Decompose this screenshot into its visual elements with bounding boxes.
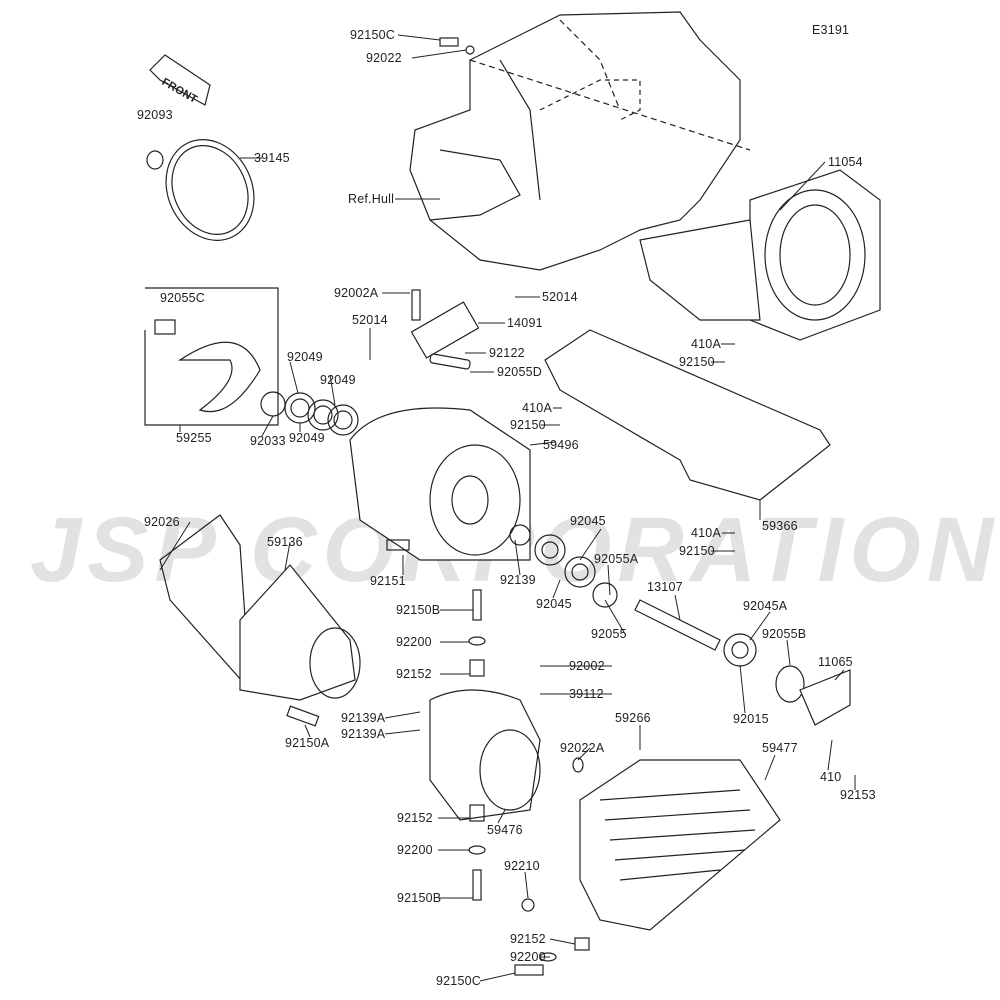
part-label[interactable]: 92055C <box>160 291 205 305</box>
part-label[interactable]: 39112 <box>569 687 604 701</box>
diagram-code: E3191 <box>812 23 850 37</box>
part-label[interactable]: 92151 <box>370 574 406 588</box>
part-label[interactable]: 59477 <box>762 741 798 755</box>
impeller-box <box>144 287 279 426</box>
part-label[interactable]: 92200 <box>396 635 432 649</box>
hull-outline <box>409 11 751 271</box>
part-label[interactable]: 410 <box>820 770 842 784</box>
part-label[interactable]: 92152 <box>397 811 433 825</box>
part-label[interactable]: 92200 <box>397 843 433 857</box>
part-label[interactable]: 92045 <box>570 514 606 528</box>
part-label[interactable]: 410A <box>691 337 721 351</box>
part-label[interactable]: 92055A <box>594 552 639 566</box>
part-label[interactable]: 92002 <box>569 659 605 673</box>
part-label[interactable]: 92015 <box>733 712 769 726</box>
part-label[interactable]: 92049 <box>320 373 356 387</box>
part-label[interactable]: 92152 <box>396 667 432 681</box>
part-label[interactable]: 14091 <box>507 316 543 330</box>
intake-grate-59477 <box>579 759 781 931</box>
part-label[interactable]: 92045A <box>743 599 788 613</box>
part-label[interactable]: 59255 <box>176 431 212 445</box>
part-label[interactable]: 92049 <box>289 431 325 445</box>
part-label[interactable]: 92200 <box>510 950 546 964</box>
part-label[interactable]: 59136 <box>267 535 303 549</box>
part-label[interactable]: 92026 <box>144 515 180 529</box>
part-label[interactable]: Ref.Hull <box>348 192 395 206</box>
part-label[interactable]: 92153 <box>840 788 876 802</box>
part-label[interactable]: 59476 <box>487 823 523 837</box>
part-label[interactable]: 92150C <box>436 974 481 988</box>
part-label[interactable]: 92055B <box>762 627 807 641</box>
ring-39145 <box>165 139 255 241</box>
part-label[interactable]: 92022A <box>560 741 605 755</box>
part-label[interactable]: 92150A <box>285 736 330 750</box>
part-label[interactable]: 52014 <box>542 290 578 304</box>
part-label[interactable]: 92122 <box>489 346 525 360</box>
part-label[interactable]: 410A <box>522 401 552 415</box>
part-label[interactable]: 92055D <box>497 365 542 379</box>
pump-mount-11054 <box>639 169 881 341</box>
part-label[interactable]: 59266 <box>615 711 651 725</box>
part-label[interactable]: 92150B <box>396 603 441 617</box>
part-label[interactable]: 59496 <box>543 438 579 452</box>
leader-lines <box>159 34 856 982</box>
part-label[interactable]: 92045 <box>536 597 572 611</box>
part-label[interactable]: 39145 <box>254 151 290 165</box>
part-label[interactable]: 92049 <box>287 350 323 364</box>
part-label[interactable]: 92139A <box>341 711 386 725</box>
part-label[interactable]: 92152 <box>510 932 546 946</box>
part-label[interactable]: 92150C <box>350 28 395 42</box>
part-label[interactable]: 11065 <box>818 655 853 669</box>
part-label[interactable]: 92150B <box>397 891 442 905</box>
part-label[interactable]: 92150 <box>679 355 715 369</box>
part-label[interactable]: 410A <box>691 526 721 540</box>
part-label[interactable]: 92033 <box>250 434 286 448</box>
part-label[interactable]: 92139A <box>341 727 386 741</box>
pump-case-59496 <box>349 407 531 561</box>
part-label[interactable]: 92150 <box>679 544 715 558</box>
part-label[interactable]: 92055 <box>591 627 627 641</box>
part-label[interactable]: 13107 <box>647 580 683 594</box>
front-arrow-icon <box>149 54 211 106</box>
part-label[interactable]: 92210 <box>504 859 540 873</box>
part-label[interactable]: 92002A <box>334 286 379 300</box>
gasket-92026 <box>159 514 251 692</box>
part-label[interactable]: 59366 <box>762 519 798 533</box>
part-label[interactable]: 92139 <box>500 573 536 587</box>
part-label[interactable]: 92022 <box>366 51 402 65</box>
part-label[interactable]: 92150 <box>510 418 546 432</box>
part-label[interactable]: 52014 <box>352 313 388 327</box>
part-label[interactable]: 11054 <box>828 155 863 169</box>
part-label[interactable]: 92093 <box>137 108 173 122</box>
